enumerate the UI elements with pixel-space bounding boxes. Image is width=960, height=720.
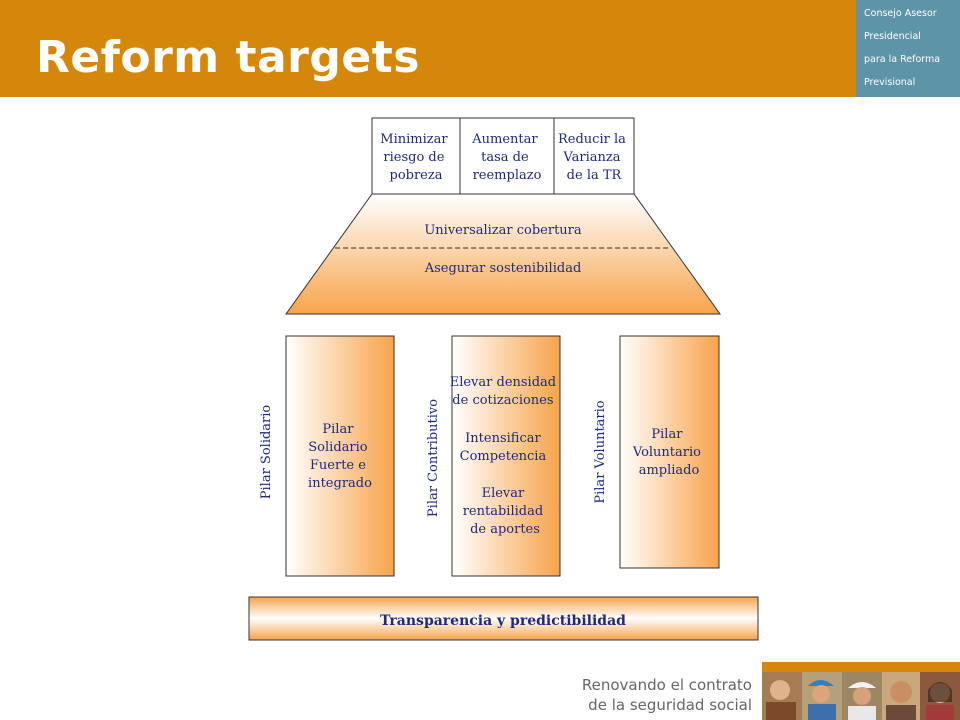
roof-upper-label: Universalizar cobertura [424,223,582,238]
objective-line: de la TR [567,168,623,183]
pillar-line: Competencia [460,449,547,464]
pillar-line: rentabilidad [463,504,543,519]
objective-line: Minimizar [380,132,448,147]
pillar-solidario: Pilar Solidario Pilar Solidario Fuerte e… [259,335,395,577]
pillar-side-label: Pilar Solidario [259,405,274,500]
organization-box: Consejo Asesor Presidencial para la Refo… [856,0,960,97]
foundation-label: Transparencia y predictibilidad [380,613,626,629]
roof-trapezoid [285,193,721,315]
org-line-1: Consejo Asesor [864,8,937,19]
pillar-side-label: Pilar Voluntario [593,400,608,503]
foundation-bar [248,596,759,641]
footer-tagline-line-2: de la seguridad social [588,696,752,714]
pillar-box [619,335,720,569]
objective-box-variance [553,117,635,195]
pillar-line: Intensificar [465,431,541,446]
objective-text-replacement: Aumentar tasa de reemplazo [471,132,541,183]
pillar-text: Elevar densidad de cotizaciones Intensif… [450,375,561,537]
pillar-line: ampliado [639,463,700,478]
slide-title: Reform targets [36,32,420,83]
objective-text-variance: Reducir la Varianza de la TR [558,132,630,183]
pillar-line: de aportes [470,522,540,537]
pillar-side-label: Pilar Contributivo [426,399,441,517]
org-line-2: Presidencial [864,31,921,42]
org-line-4: Previsional [864,77,916,88]
roof-lower-label: Asegurar sostenibilidad [424,261,582,276]
people-photos-image [762,672,960,720]
pillar-line: Solidario [308,440,367,455]
objective-text-poverty: Minimizar riesgo de pobreza [380,132,451,183]
pillar-line: Pilar [322,422,354,437]
pillar-text: Pilar Solidario Fuerte e integrado [308,422,372,491]
objective-line: Aumentar [471,132,538,147]
roof-group: Universalizar cobertura Asegurar sosteni… [285,193,721,315]
org-line-3: para la Reforma [864,54,941,65]
footer-tagline-line-1: Renovando el contrato [581,676,752,694]
pillar-line: Elevar [482,486,525,501]
header-bar: Reform targets [0,0,856,97]
objectives-group: Minimizar riesgo de pobreza Aumentar tas… [371,117,635,195]
pillar-line: Pilar [651,427,683,442]
objective-line: tasa de [481,150,529,165]
pillar-line: integrado [308,476,372,491]
objective-line: reemplazo [473,168,542,183]
pillar-line: Voluntario [632,445,701,460]
pillar-box [285,335,395,577]
objective-line: Varianza [562,150,620,165]
pillar-box [451,335,561,577]
objective-line: pobreza [390,168,443,183]
pillar-contributivo: Pilar Contributivo Elevar densidad de co… [426,335,561,577]
pillar-text: Pilar Voluntario ampliado [632,427,705,478]
pillar-line: de cotizaciones [452,393,553,408]
footer-accent-bar [762,662,960,672]
pillar-line: Elevar densidad [450,375,556,390]
foundation-group: Transparencia y predictibilidad [248,596,759,641]
objective-line: Reducir la [558,132,626,147]
objective-line: riesgo de [383,150,444,165]
pillar-line: Fuerte e [310,458,366,473]
pillar-voluntario: Pilar Voluntario Pilar Voluntario amplia… [593,335,720,569]
